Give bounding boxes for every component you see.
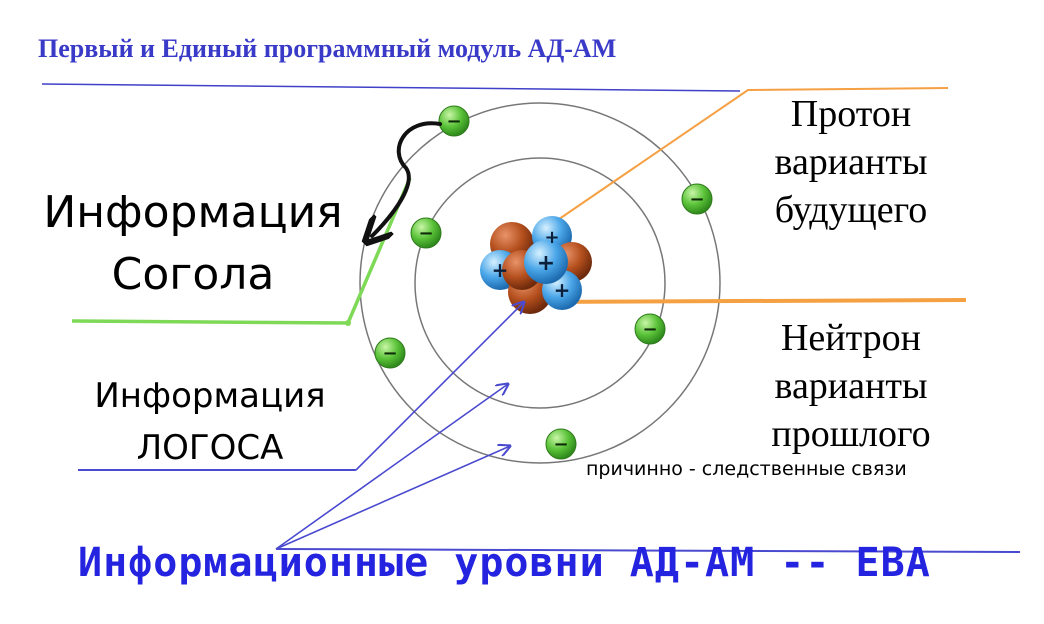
- info-logosa-line-1: Информация: [94, 376, 326, 416]
- electron-right-inner: −: [634, 313, 666, 345]
- sogola-connector-dot: [345, 320, 351, 326]
- neutron-line-2: варианты: [774, 365, 928, 407]
- page-title: Первый и Единый программный модуль АД-АМ: [38, 34, 617, 63]
- proton-sign: +: [492, 258, 509, 282]
- neutron-line-3: прошлого: [771, 413, 931, 455]
- proton-sign: +: [537, 251, 555, 276]
- svg-text:−: −: [689, 189, 704, 210]
- outer-orbit: [359, 102, 721, 464]
- level-arrow-2: [275, 446, 510, 550]
- svg-text:−: −: [553, 434, 568, 455]
- level-arrow-1: [275, 384, 508, 550]
- electron-right-top: −: [681, 183, 713, 215]
- proton-line-2: варианты: [774, 141, 928, 183]
- info-sogola-line-1: Информация: [43, 187, 343, 238]
- info-sogola-label: Информация Согола: [28, 182, 358, 306]
- electron-left-inner: −: [410, 217, 442, 249]
- bottom-title-rule: [275, 548, 1021, 553]
- proton-particle: [524, 240, 568, 284]
- electron-top: −: [438, 105, 470, 137]
- neutron-connector-line: [531, 298, 967, 304]
- proton-sign: +: [544, 227, 559, 248]
- title-underline: [41, 83, 741, 92]
- svg-text:−: −: [382, 343, 397, 364]
- proton-line-1: Протон: [790, 93, 912, 135]
- svg-text:−: −: [446, 111, 461, 132]
- inner-orbit: [414, 157, 666, 409]
- proton-label: Протон варианты будущего: [736, 90, 966, 234]
- svg-text:−: −: [418, 223, 433, 244]
- causal-links-label: причинно - следственные связи: [586, 458, 907, 480]
- info-logosa-label: Информация ЛОГОСА: [70, 370, 350, 474]
- logosa-arrow: [355, 302, 524, 471]
- electron-bottom: −: [545, 428, 577, 460]
- svg-text:−: −: [642, 319, 657, 340]
- black-curved-arrow: [372, 121, 442, 236]
- electron-left-outer: −: [374, 337, 406, 369]
- nucleus: + + + +: [480, 216, 592, 314]
- info-logosa-line-2: ЛОГОСА: [136, 428, 284, 468]
- neutron-label: Нейтрон варианты прошлого: [736, 314, 966, 458]
- proton-sign: +: [554, 278, 571, 302]
- proton-connector-line: [545, 87, 949, 229]
- bottom-title: Информационные уровни АД-АМ -- ЕВА: [78, 540, 931, 586]
- proton-line-3: будущего: [774, 189, 928, 231]
- neutron-line-1: Нейтрон: [780, 317, 922, 359]
- info-sogola-line-2: Согола: [111, 249, 275, 300]
